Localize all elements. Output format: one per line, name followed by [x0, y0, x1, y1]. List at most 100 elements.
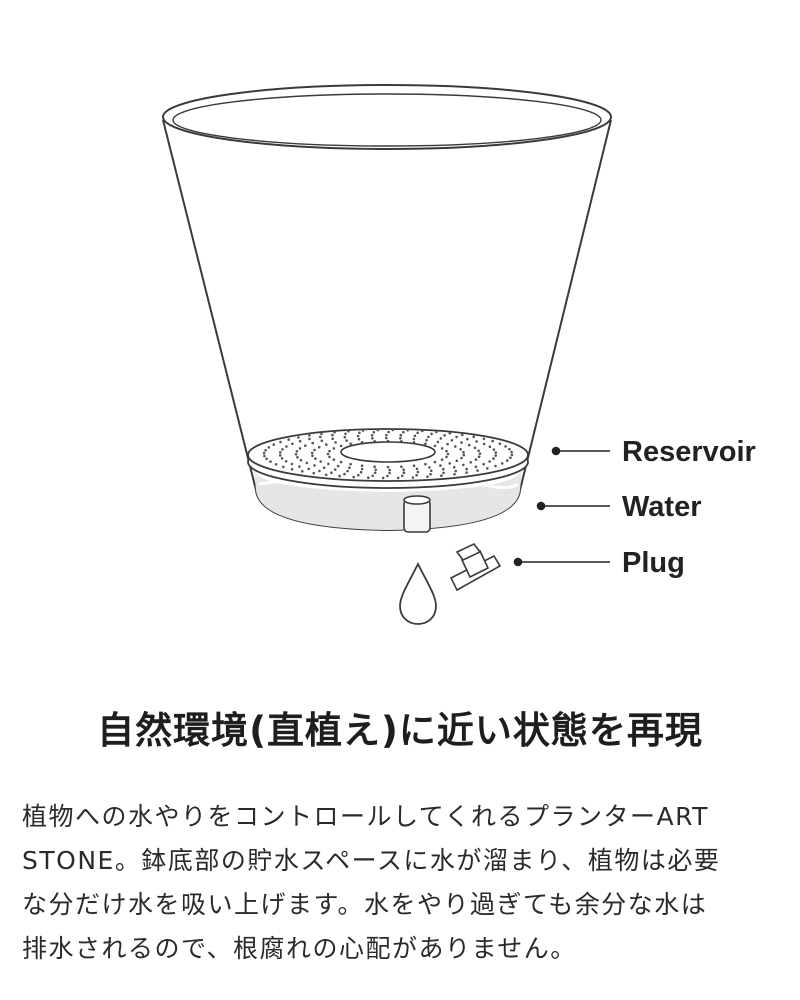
reservoir-hole [290, 467, 294, 471]
reservoir-hole [421, 429, 424, 433]
reservoir-hole [285, 445, 288, 448]
reservoir-hole [508, 447, 511, 451]
reservoir-hole [357, 437, 361, 441]
reservoir-hole [430, 432, 433, 436]
reservoir-hole [433, 444, 437, 448]
reservoir-hole [349, 442, 352, 446]
reservoir-hole [372, 430, 376, 434]
reservoir-hole [298, 447, 302, 450]
reservoir-hole [500, 462, 504, 465]
reservoir-hole [462, 450, 465, 454]
reservoir-hole [282, 465, 285, 469]
reservoir-hole [312, 471, 316, 475]
reservoir-hole [314, 457, 317, 461]
pot-rim-outer [162, 84, 612, 150]
reservoir-hole [274, 463, 278, 466]
reservoir-hole [308, 434, 311, 437]
reservoir-hole [482, 437, 486, 441]
reservoir-hole [346, 469, 349, 473]
reservoir-hole [510, 450, 513, 454]
reservoir-hole [385, 433, 388, 437]
reservoir-hole [477, 449, 480, 453]
reservoir-hole [494, 454, 498, 457]
reservoir-hole [319, 460, 323, 463]
reservoir-hole [452, 465, 456, 469]
reservoir-hole [330, 471, 333, 475]
reservoir-hole [388, 471, 391, 475]
reservoir-hole [415, 467, 419, 471]
callout-reservoir-label: Reservoir [622, 436, 756, 468]
reservoir-hole [455, 459, 459, 463]
reservoir-hole [327, 462, 330, 466]
reservoir-hole [427, 435, 430, 439]
reservoir-hole [474, 465, 478, 469]
reservoir-hole [488, 460, 491, 463]
reservoir-hole [473, 446, 477, 450]
callout-leaders [513, 446, 610, 567]
reservoir-hole [442, 471, 445, 475]
reservoir-holes [262, 428, 514, 480]
plug-icon [449, 542, 502, 592]
reservoir-hole [311, 441, 315, 445]
reservoir-hole [343, 472, 346, 476]
reservoir-hole [399, 436, 402, 440]
reservoir-hole [439, 464, 442, 467]
reservoir-hole [440, 474, 443, 478]
reservoir-hole [371, 437, 374, 440]
reservoir-hole [284, 460, 288, 463]
reservoir-hole [308, 437, 311, 441]
reservoir-hole [360, 467, 364, 471]
reservoir-hole [320, 432, 323, 436]
reservoir-hole [488, 445, 492, 449]
reservoir-hole [326, 452, 330, 456]
reservoir-hole [373, 471, 377, 475]
reservoir-hole [509, 456, 512, 460]
reservoir-hole [361, 429, 365, 432]
reservoir-hole [482, 442, 486, 446]
reservoir-hole [347, 429, 350, 433]
reservoir-hole [412, 464, 416, 468]
water-drop-icon [399, 561, 437, 625]
reservoir-hole [388, 468, 392, 472]
reservoir-hole [402, 471, 406, 475]
reservoir-hole [287, 438, 291, 441]
reservoir-hole [446, 442, 449, 446]
description-line-1: 植物への水やりをコントロールしてくれるプランターART [22, 802, 709, 831]
reservoir-hole [446, 452, 450, 456]
reservoir-hole [425, 438, 428, 442]
reservoir-hole [406, 429, 410, 432]
reservoir-hole [339, 444, 343, 448]
reservoir-hole [412, 437, 416, 441]
reservoir-hole [396, 476, 400, 480]
reservoir-hole [358, 431, 361, 435]
reservoir-hole [415, 473, 418, 477]
reservoir-hole [291, 442, 294, 446]
reservoir-hole [367, 476, 370, 480]
reservoir-hole [424, 462, 427, 466]
reservoir-hole [439, 437, 443, 440]
reservoir-hole [455, 435, 458, 439]
reservoir-hole [402, 430, 405, 434]
reservoir-hole [318, 469, 321, 473]
reservoir-hole [465, 471, 468, 474]
reservoir-hole [435, 430, 438, 434]
reservoir-hole [429, 472, 432, 476]
reservoir-hole [445, 455, 448, 459]
reservoir-hole [269, 460, 272, 463]
description-line-4: 排水されるので、根腐れの心配がありません。 [22, 934, 577, 963]
reservoir-hole [370, 434, 374, 437]
reservoir-hole [298, 465, 301, 468]
reservoir-hole [359, 470, 363, 474]
reservoir-hole [317, 445, 321, 449]
reservoir-hole [307, 467, 311, 471]
reservoir-hole [399, 433, 403, 437]
reservoir-hole [299, 458, 303, 462]
reservoir-hole [448, 431, 452, 435]
reservoir-hole [371, 474, 375, 478]
reservoir-hole [352, 475, 356, 479]
reservoir-hole [391, 428, 395, 432]
reservoir-hole [443, 434, 446, 437]
reservoir-hole [416, 470, 420, 474]
reservoir-hole [322, 466, 326, 470]
reservoir-hole [450, 439, 454, 442]
